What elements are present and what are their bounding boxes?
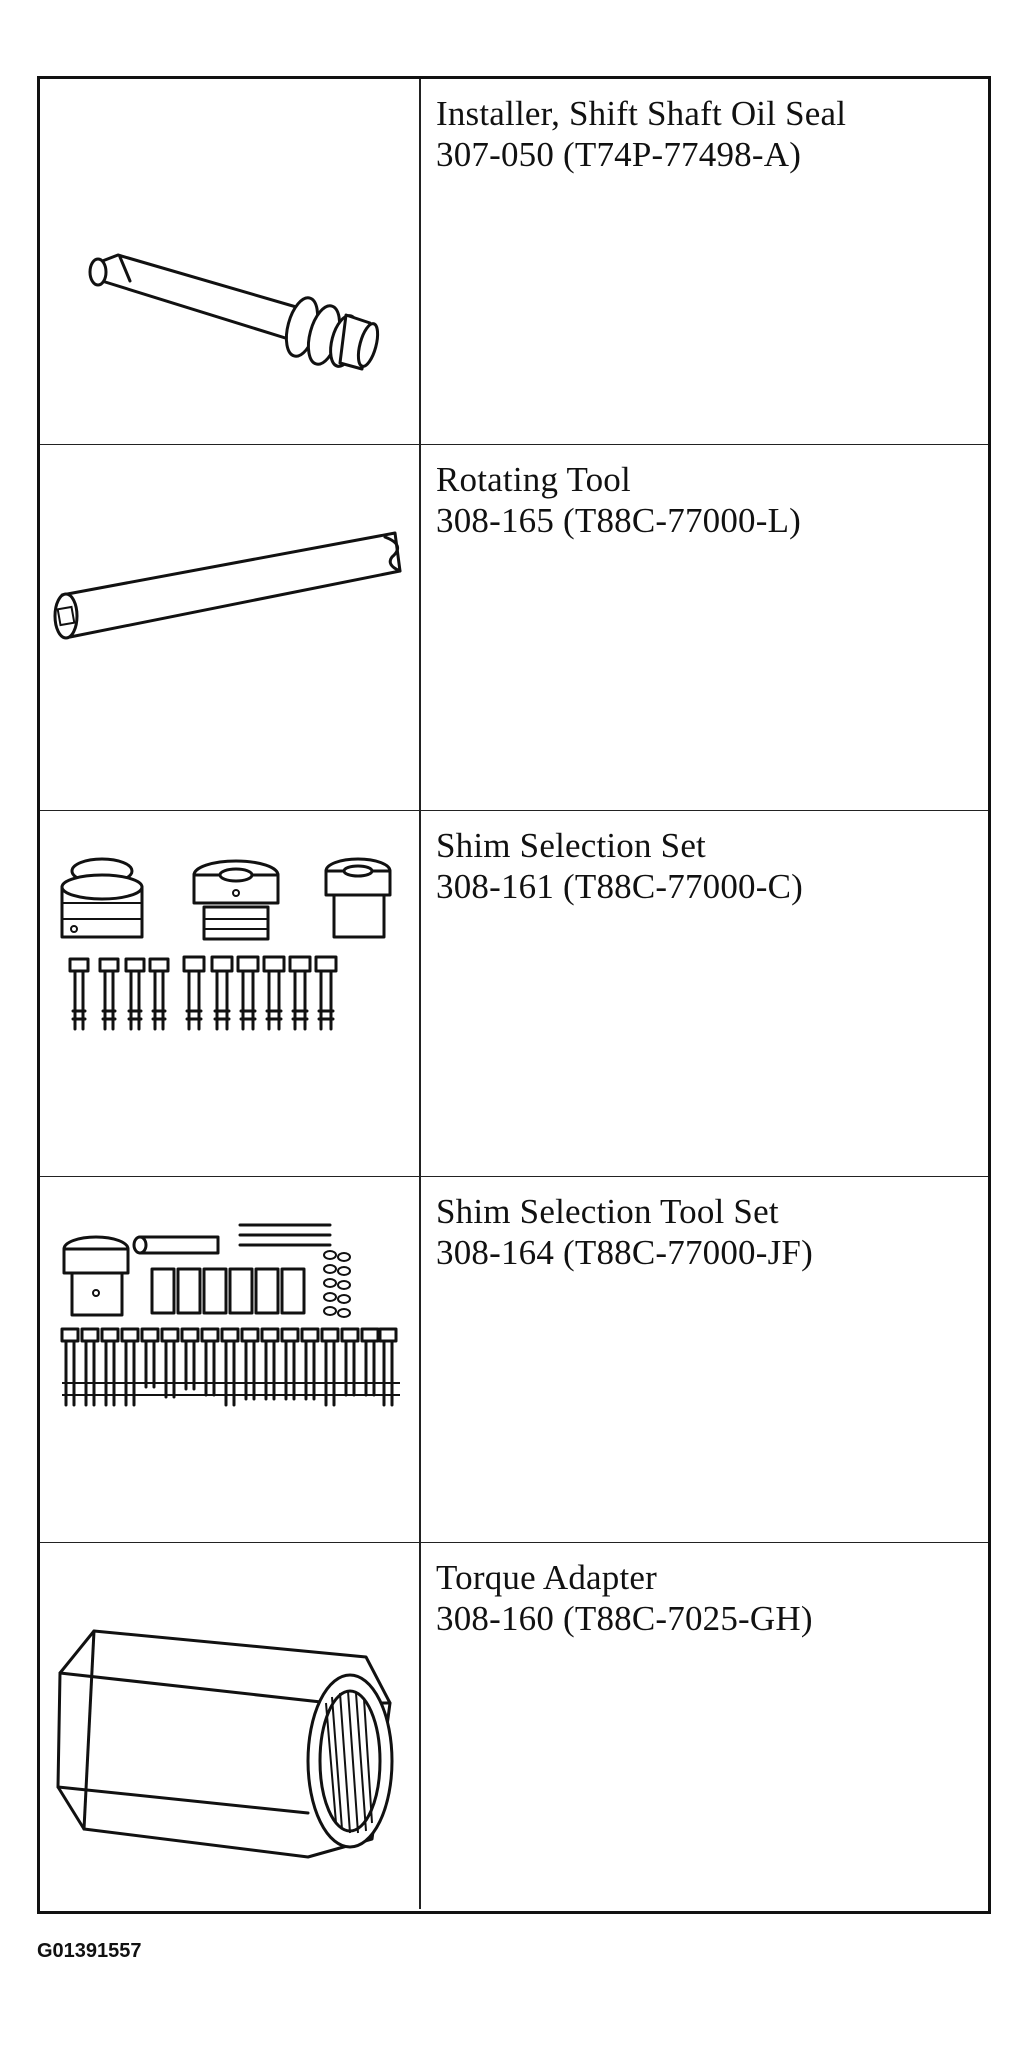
- tool-description: Shim Selection Set 308-161 (T88C-77000-C…: [436, 825, 976, 907]
- tool-illustration-cell: [40, 1543, 421, 1909]
- tool-part-number: 308-164 (T88C-77000-JF): [436, 1233, 813, 1272]
- tool-part-number: 308-161 (T88C-77000-C): [436, 867, 803, 906]
- tool-description: Rotating Tool 308-165 (T88C-77000-L): [436, 459, 976, 541]
- tool-name: Shim Selection Set: [436, 826, 706, 865]
- tool-row: Shim Selection Set 308-161 (T88C-77000-C…: [40, 811, 988, 1177]
- tool-row: Rotating Tool 308-165 (T88C-77000-L): [40, 445, 988, 811]
- tool-description: Torque Adapter 308-160 (T88C-7025-GH): [436, 1557, 976, 1639]
- tool-row: Installer, Shift Shaft Oil Seal 307-050 …: [40, 79, 988, 445]
- figure-id: G01391557: [37, 1940, 142, 1962]
- tool-illustration-cell: [40, 79, 421, 444]
- tool-part-number: 308-165 (T88C-77000-L): [436, 501, 802, 540]
- tool-row: Torque Adapter 308-160 (T88C-7025-GH): [40, 1543, 988, 1909]
- special-tools-table: Installer, Shift Shaft Oil Seal 307-050 …: [37, 76, 991, 1914]
- tool-illustration-cell: [40, 445, 421, 810]
- shim-selection-set-icon: [60, 857, 392, 1031]
- seal-installer-icon: [88, 253, 380, 371]
- tool-name: Rotating Tool: [436, 460, 631, 499]
- tool-part-number: 308-160 (T88C-7025-GH): [436, 1599, 813, 1638]
- tool-illustration-cell: [40, 811, 421, 1176]
- tool-part-number: 307-050 (T74P-77498-A): [436, 135, 802, 174]
- tool-name: Installer, Shift Shaft Oil Seal: [436, 94, 847, 133]
- torque-adapter-icon: [56, 1629, 394, 1859]
- tool-name: Shim Selection Tool Set: [436, 1192, 779, 1231]
- tool-description: Installer, Shift Shaft Oil Seal 307-050 …: [436, 93, 976, 175]
- tool-row: Shim Selection Tool Set 308-164 (T88C-77…: [40, 1177, 988, 1543]
- tool-description: Shim Selection Tool Set 308-164 (T88C-77…: [436, 1191, 976, 1273]
- rotating-tool-icon: [53, 531, 402, 640]
- tool-illustration-cell: [40, 1177, 421, 1542]
- shim-selection-tool-set-icon: [60, 1223, 400, 1407]
- tool-name: Torque Adapter: [436, 1558, 657, 1597]
